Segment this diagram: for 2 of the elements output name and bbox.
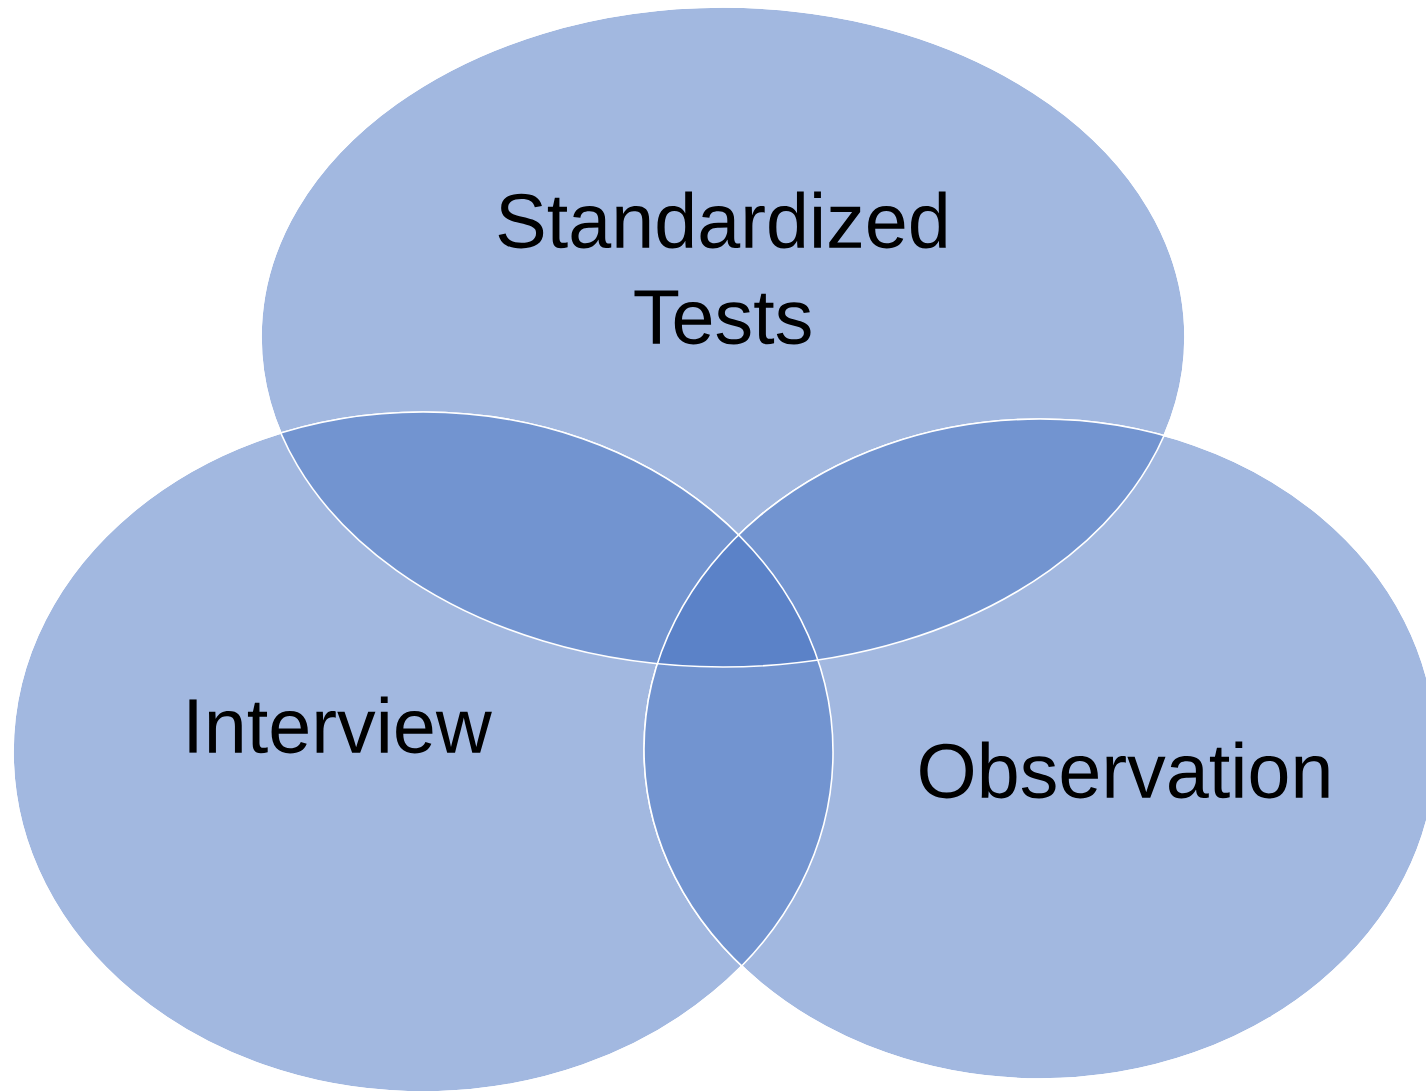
node-label: Observation (920, 741, 1329, 799)
node-label: Interview (189, 696, 492, 754)
